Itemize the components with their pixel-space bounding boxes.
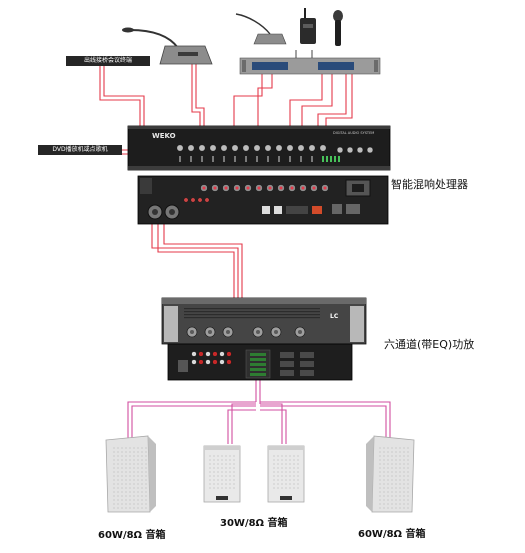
conference-unit — [235, 13, 287, 45]
speaker-large-left — [105, 435, 156, 513]
mixer-logo: WEKO — [152, 132, 176, 140]
amplifier-knobs — [186, 326, 306, 338]
amplifier-grille — [184, 308, 320, 319]
svg-text:DIGITAL AUDIO SYSTEM: DIGITAL AUDIO SYSTEM — [333, 131, 374, 135]
handheld-microphone — [333, 10, 343, 46]
mixer-front-panel: WEKO DIGITAL AUDIO SYSTEM — [127, 125, 391, 171]
speaker-small-left — [203, 445, 241, 503]
speaker-center-label: 30W/8Ω 音箱 — [220, 518, 288, 529]
conference-terminal-tag: 出线接桥会议终端 — [66, 56, 150, 66]
speaker-small-right — [267, 445, 305, 503]
amplifier-label: 六通道(带EQ)功放 — [384, 338, 475, 351]
mixer-rear-panel — [137, 175, 389, 225]
amplifier-rear-panel — [167, 343, 353, 381]
gooseneck-microphone — [122, 27, 213, 65]
mixer-input-jacks — [183, 184, 329, 203]
amplifier-input-jacks — [191, 351, 232, 365]
dvd-player-tag: DVD播放机或点歌机 — [38, 145, 122, 155]
speaker-terminals — [250, 352, 314, 376]
speaker-large-right — [366, 435, 415, 513]
speaker-right-label: 60W/8Ω 音箱 — [358, 529, 426, 540]
amplifier-brand: LC — [330, 313, 339, 320]
bodypack-transmitter — [300, 8, 316, 44]
mixer-knobs — [176, 144, 374, 162]
wireless-receiver — [239, 50, 381, 75]
rs232-port — [286, 206, 308, 214]
signal-cables — [99, 62, 353, 300]
mixer-label: 智能混响处理器 — [391, 178, 468, 191]
speaker-left-label: 60W/8Ω 音箱 — [98, 530, 166, 541]
amplifier-front-panel: LC — [161, 297, 367, 345]
xlr-outputs — [147, 204, 180, 220]
